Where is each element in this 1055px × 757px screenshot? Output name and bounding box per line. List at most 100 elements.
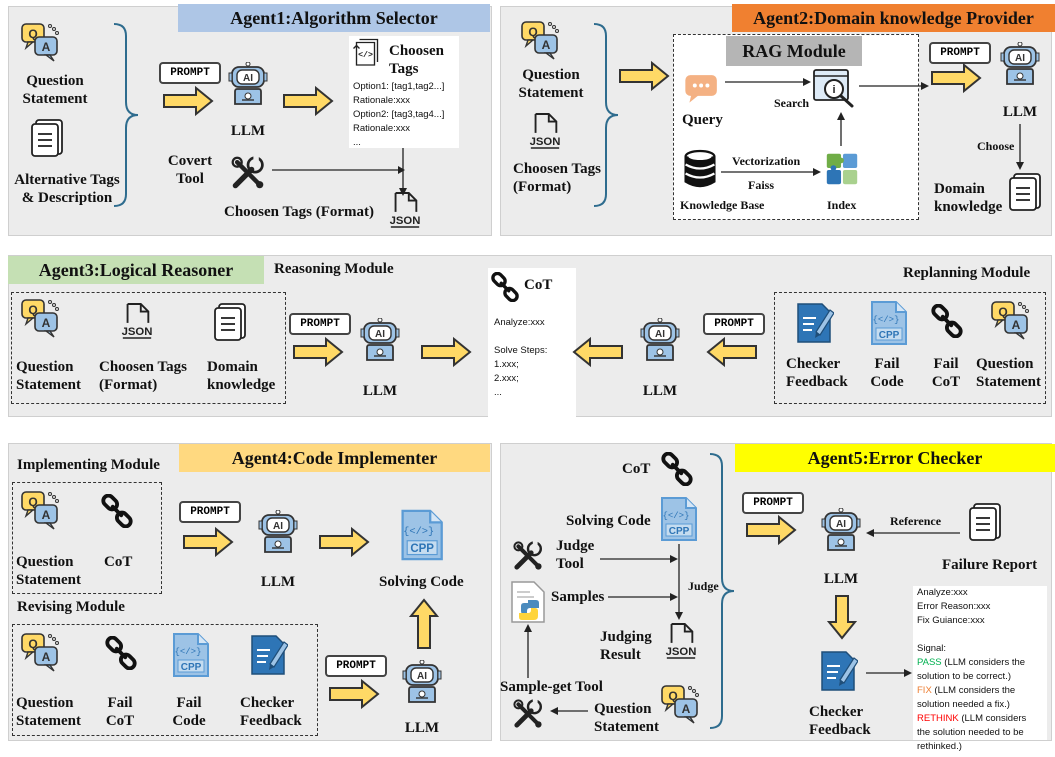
agent2-prompt-badge: PROMPT: [929, 42, 991, 64]
agent4-fail-code-label: Fail Code: [172, 695, 206, 729]
agent4-link-icon: [100, 494, 134, 528]
agent2-bracket: [593, 23, 619, 207]
agent4-question-label: Question Statement: [16, 554, 81, 588]
agent5-failure-report-label: Failure Report: [942, 557, 1038, 573]
agent4-arrow-up: [408, 598, 440, 649]
agent1-code-file-icon: [352, 38, 382, 68]
agent5-prompt-badge: PROMPT: [742, 492, 804, 514]
agent5-llm-label: LLM: [823, 571, 859, 587]
agent4-cpp2-icon: [170, 632, 210, 678]
agent1-json-icon: [388, 191, 422, 229]
agent1-output-text: Option1: [tag1,tag2...] Rationale:xxx Op…: [353, 81, 445, 148]
agent3-cot-box: [488, 268, 576, 420]
agent2-doc-icon: [1008, 172, 1042, 212]
agent3-arrow-back-1: [572, 336, 623, 368]
agent2-question-label: Question Statement: [518, 67, 584, 101]
agent5-rethink-word: RETHINK: [917, 713, 959, 724]
agent3-reasoning-module-label: Reasoning Module: [274, 261, 394, 277]
agent4-solving-code-label: Solving Code: [379, 574, 464, 590]
agent2-vectorization-label: Vectorization: [732, 154, 801, 168]
agent3-arrow-back-2: [706, 336, 757, 368]
agent3-link2-icon: [930, 304, 964, 338]
agent3-link-icon: [490, 272, 520, 302]
agent2-choose-arrow: [1016, 124, 1024, 170]
agent2-search-label: Search: [774, 96, 810, 110]
agent3-inputs-box: [11, 292, 286, 404]
agent4-revising-module-label: Revising Module: [17, 599, 125, 615]
agent3-replan-box: [774, 292, 1046, 404]
agent5-judge-lines: [524, 544, 683, 678]
agent5-question-arrow: [550, 707, 588, 715]
agent5-fix-word: FIX: [917, 685, 932, 696]
agent2-query-label: Query: [682, 112, 723, 128]
agent5-report-top: Analyze:xxx Error Reason:xxx Fix Guiance…: [917, 587, 991, 654]
agent4-chat-icon: [20, 490, 60, 530]
agent3-cpp-icon: [868, 300, 908, 346]
agent5-pass-word: PASS: [917, 657, 942, 668]
agent5-pass-line: PASS (LLM considers the solution to be c…: [917, 656, 1025, 684]
agent1-arrow-in: [163, 85, 214, 117]
agent2-robot-icon: [1000, 42, 1040, 86]
agent3-robot-icon: [360, 318, 400, 362]
agent5-rethink-desc: (LLM considers the solution needed to be…: [917, 713, 1027, 752]
agent3-doc-icon: [213, 302, 247, 342]
agent4-prompt-badge: PROMPT: [179, 501, 241, 523]
agent1-doc-icon: [30, 118, 64, 158]
agent5-judge-tool-label: Judge Tool: [556, 538, 595, 572]
agent2-choose-label: Choose: [977, 139, 1015, 153]
agent4-feedback-icon: [248, 632, 288, 676]
agent5-judging-result-label: Judging Result: [600, 629, 652, 663]
agent3-arrow-out: [421, 336, 472, 368]
agent5-json-icon: [664, 622, 698, 660]
agent3-chat2-icon: [990, 300, 1030, 340]
agent1-gear-icon: [230, 155, 266, 191]
agent3-llm-label: LLM: [362, 383, 398, 399]
agent4-implementing-module-label: Implementing Module: [17, 457, 160, 473]
agent4-impl-box: [12, 482, 162, 594]
agent5-checker-feedback-label: Checker Feedback: [809, 704, 871, 738]
agent3-header: Agent3:Logical Reasoner: [8, 256, 264, 284]
agent4-cpp-icon: [398, 508, 444, 562]
agent2-rag-arrows: [721, 78, 929, 176]
agent4-link2-icon: [104, 636, 138, 670]
agent3-chat-icon: [20, 298, 60, 338]
agent5-gear2-icon: [512, 698, 544, 730]
agent5-question-label: Question Statement: [594, 701, 659, 735]
agent3-checker-feedback-label: Checker Feedback: [786, 356, 848, 390]
agent4-revise-box: [12, 624, 318, 736]
agent3-feedback-icon: [794, 300, 834, 344]
agent3-fail-code-label: Fail Code: [870, 356, 904, 390]
agent5-cot-label: CoT: [622, 461, 651, 477]
agent4-fail-cot-label: Fail CoT: [105, 695, 135, 729]
agent5-link-icon: [660, 452, 694, 486]
agent2-knowledge-base-label: Knowledge Base: [680, 198, 765, 212]
agent5-rethink-line: RETHINK (LLM considers the solution need…: [917, 712, 1026, 754]
agent4-chat2-icon: [20, 632, 60, 672]
agent2-arrow-in: [619, 60, 670, 92]
agent2-json-icon: [528, 112, 562, 150]
agent5-reference-label: Reference: [890, 514, 942, 528]
agent1-chosen-tags-title: Choosen Tags: [389, 43, 445, 77]
agent3-question-label: Question Statement: [16, 359, 81, 393]
agent1-bracket: [113, 23, 139, 207]
agent3-cot-text: Analyze:xxx Solve Steps: 1.xxx; 2.xxx; .…: [494, 317, 548, 398]
agent4-arrow-out: [319, 526, 370, 558]
agent5-solving-code-label: Solving Code: [566, 513, 651, 529]
agent5-judge-label: Judge: [688, 579, 719, 593]
agent5-pass-desc: (LLM considers the solution to be correc…: [917, 657, 1026, 682]
agent5-chat-icon: [660, 684, 700, 724]
agent3-prompt-badge: PROMPT: [289, 313, 351, 335]
agent5-report-arrow: [866, 669, 912, 677]
agent4-llm-label: LLM: [260, 574, 296, 590]
agent2-faiss-label: Faiss: [748, 178, 775, 192]
agent1-covert-tool-label: Covert Tool: [167, 153, 213, 187]
agent3-domain-knowledge-label: Domain knowledge: [207, 359, 276, 393]
agent3-question2-label: Question Statement: [976, 356, 1041, 390]
agent1-question-label: Question Statement: [22, 73, 88, 107]
agent4-prompt2-badge: PROMPT: [325, 655, 387, 677]
agent3-llm2-label: LLM: [642, 383, 678, 399]
agent1-arrow-out: [283, 85, 334, 117]
agent1-header: Agent1:Algorithm Selector: [178, 4, 490, 32]
agent1-llm-label: LLM: [230, 123, 266, 139]
agent5-samples-label: Samples: [551, 589, 605, 605]
